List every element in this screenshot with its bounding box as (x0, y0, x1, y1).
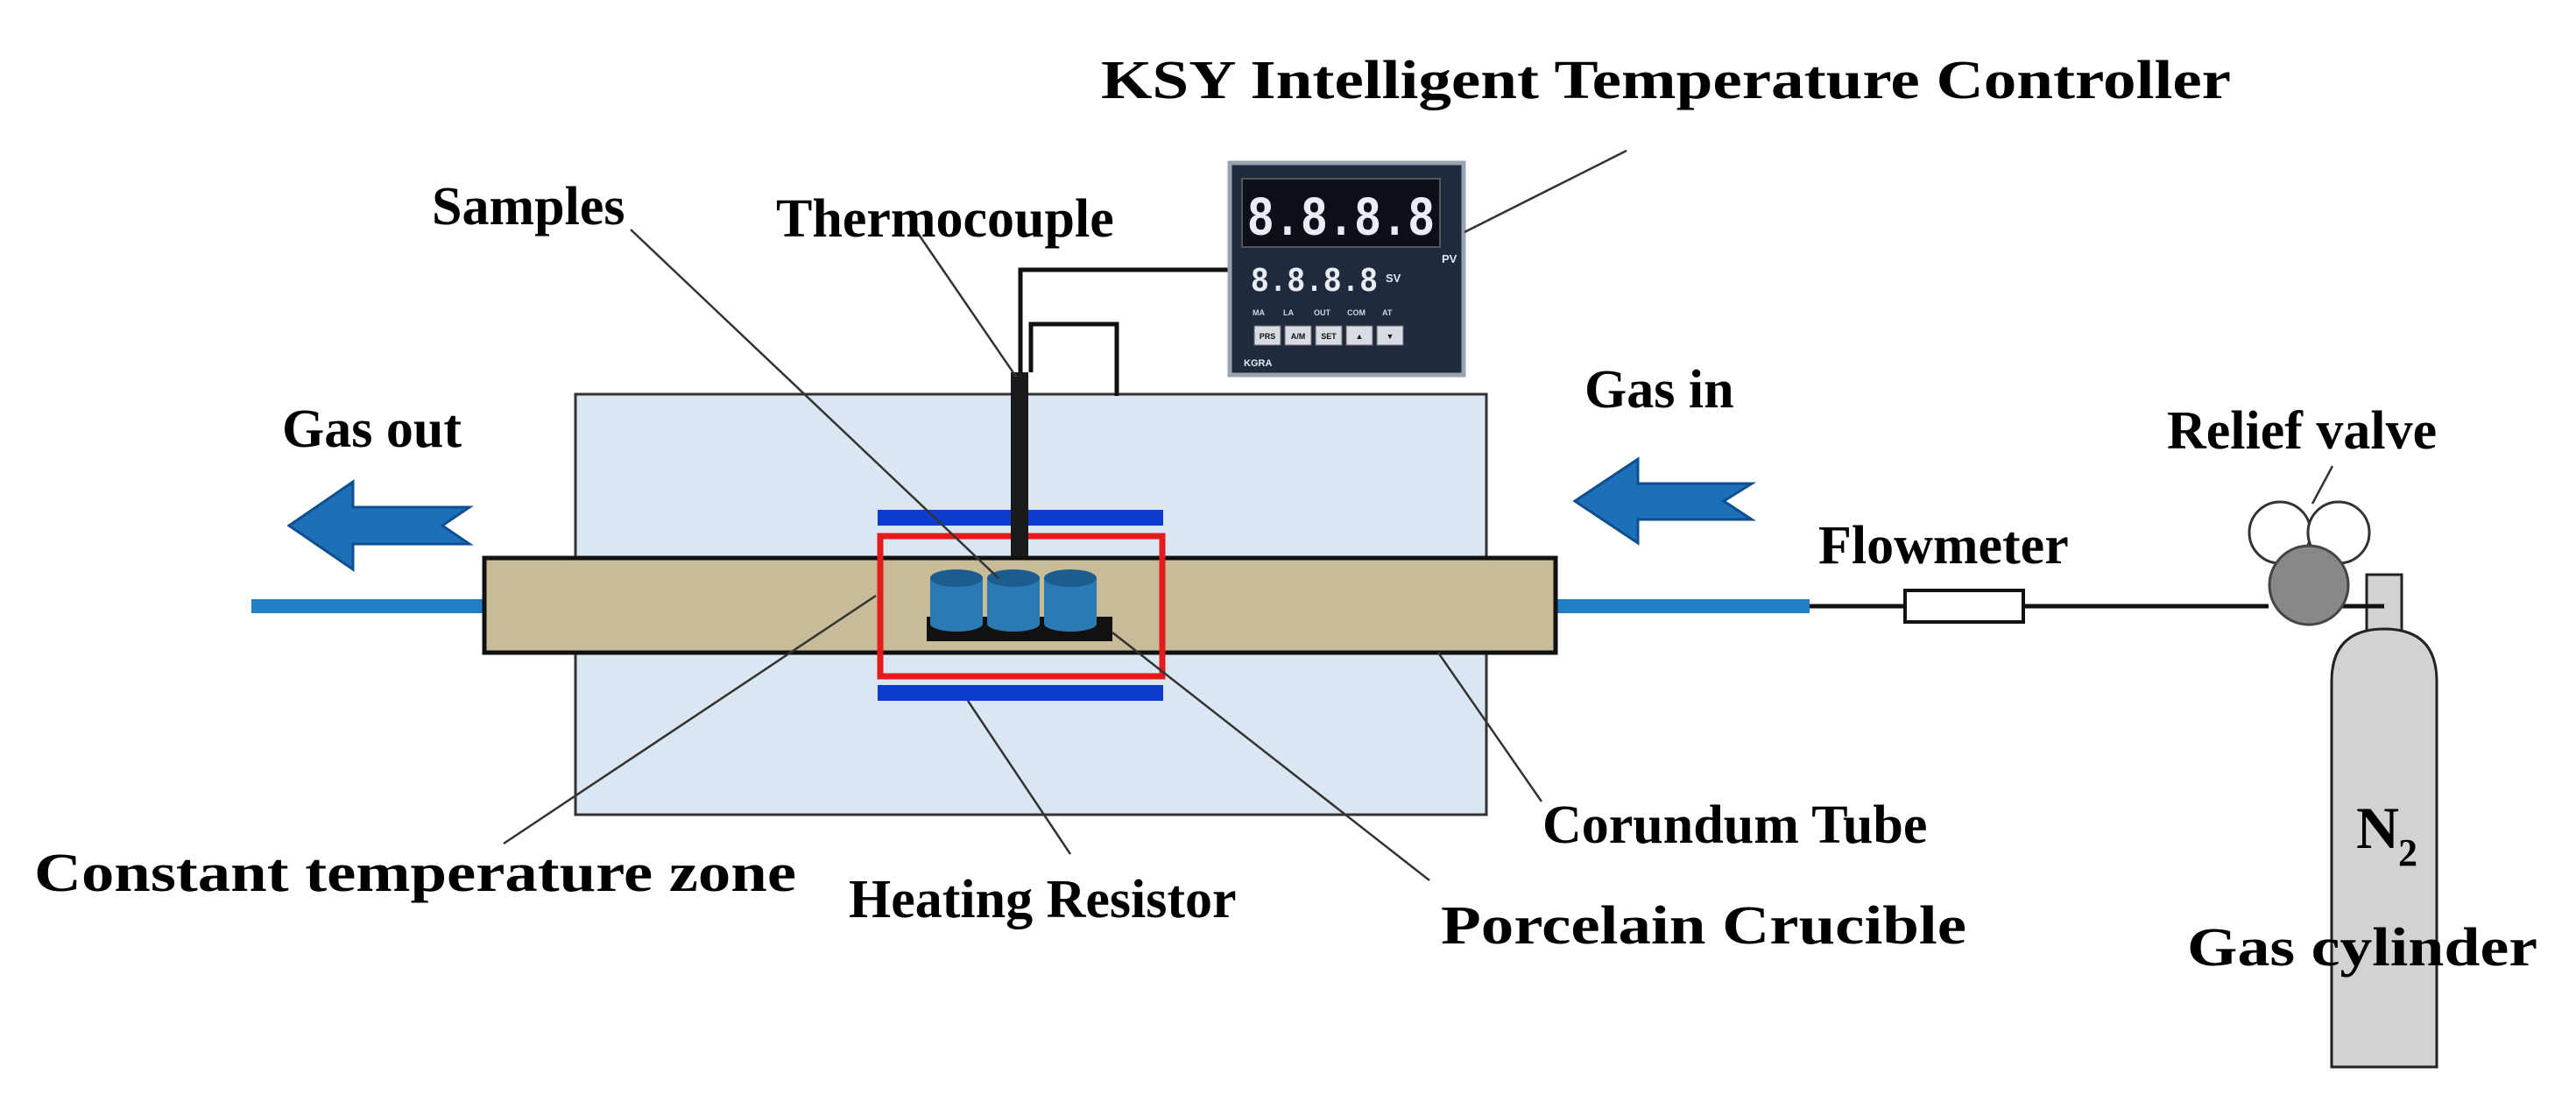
gas-in-arrow (1572, 456, 1757, 546)
leader-samples (630, 229, 999, 579)
indicator-ma: MA (1253, 308, 1265, 317)
flowmeter (1903, 589, 2025, 624)
temperature-controller: 8.8.8.8 PV 8.8.8.8 SV MA LA OUT COM AT P… (1227, 160, 1466, 378)
leader-relief-valve (2311, 465, 2334, 505)
gas-out-arrow (286, 479, 474, 572)
corundum-tube-label: Corundum Tube (1542, 795, 1927, 855)
const-zone-label: Constant temperature zone (34, 844, 796, 903)
controller-wire-1 (1018, 267, 1233, 372)
button-up: ▲ (1356, 332, 1364, 341)
controller-wire-2 (1028, 321, 1119, 396)
flowmeter-label: Flowmeter (1818, 516, 2069, 576)
pv-tag: PV (1442, 252, 1457, 265)
leader-const-zone (503, 594, 877, 845)
n2-subscript: 2 (2398, 831, 2417, 874)
leader-thermocouple (914, 229, 1018, 378)
gas-cylinder-label: Gas cylinder (2187, 918, 2537, 978)
indicator-at: AT (1382, 308, 1393, 317)
indicator-com: COM (1347, 308, 1366, 317)
leader-heating-resistor (966, 700, 1072, 855)
heating-resistor-label: Heating Resistor (849, 870, 1237, 929)
relief-valve-label: Relief valve (2167, 401, 2437, 461)
controller-buttons: PRS A/M SET ▲ ▼ (1253, 325, 1404, 346)
pv-display: 8.8.8.8 (1247, 189, 1435, 252)
leader-porcelain-crucible (1112, 632, 1430, 881)
button-prs: PRS (1260, 332, 1276, 341)
button-am: A/M (1291, 332, 1306, 341)
relief-valve (2268, 544, 2350, 626)
porcelain-crucible-label: Porcelain Crucible (1441, 896, 1966, 956)
gas-cylinder (2330, 627, 2438, 1069)
indicator-la: LA (1283, 308, 1294, 317)
thermocouple-label: Thermocouple (776, 189, 1114, 249)
controller-brand: KGRA (1244, 358, 1272, 369)
button-down: ▼ (1387, 332, 1394, 341)
sample-1 (930, 569, 983, 632)
thermocouple-probe (1011, 372, 1028, 556)
sample-2 (987, 569, 1040, 632)
sample-3 (1044, 569, 1097, 632)
gas-out-label: Gas out (282, 399, 462, 459)
controller-label: KSY Intelligent Temperature Controller (1101, 51, 2231, 110)
heating-resistor-bottom (878, 685, 1163, 701)
indicator-out: OUT (1314, 308, 1331, 317)
button-set: SET (1321, 332, 1337, 341)
sv-display: 8.8.8.8 (1251, 263, 1378, 302)
sv-tag: SV (1386, 272, 1401, 285)
samples-label: Samples (432, 177, 625, 237)
leader-corundum-tube (1436, 652, 1543, 802)
leader-controller (1464, 149, 1627, 234)
gas-in-label: Gas in (1584, 360, 1734, 420)
n2-label: N (2356, 795, 2399, 861)
